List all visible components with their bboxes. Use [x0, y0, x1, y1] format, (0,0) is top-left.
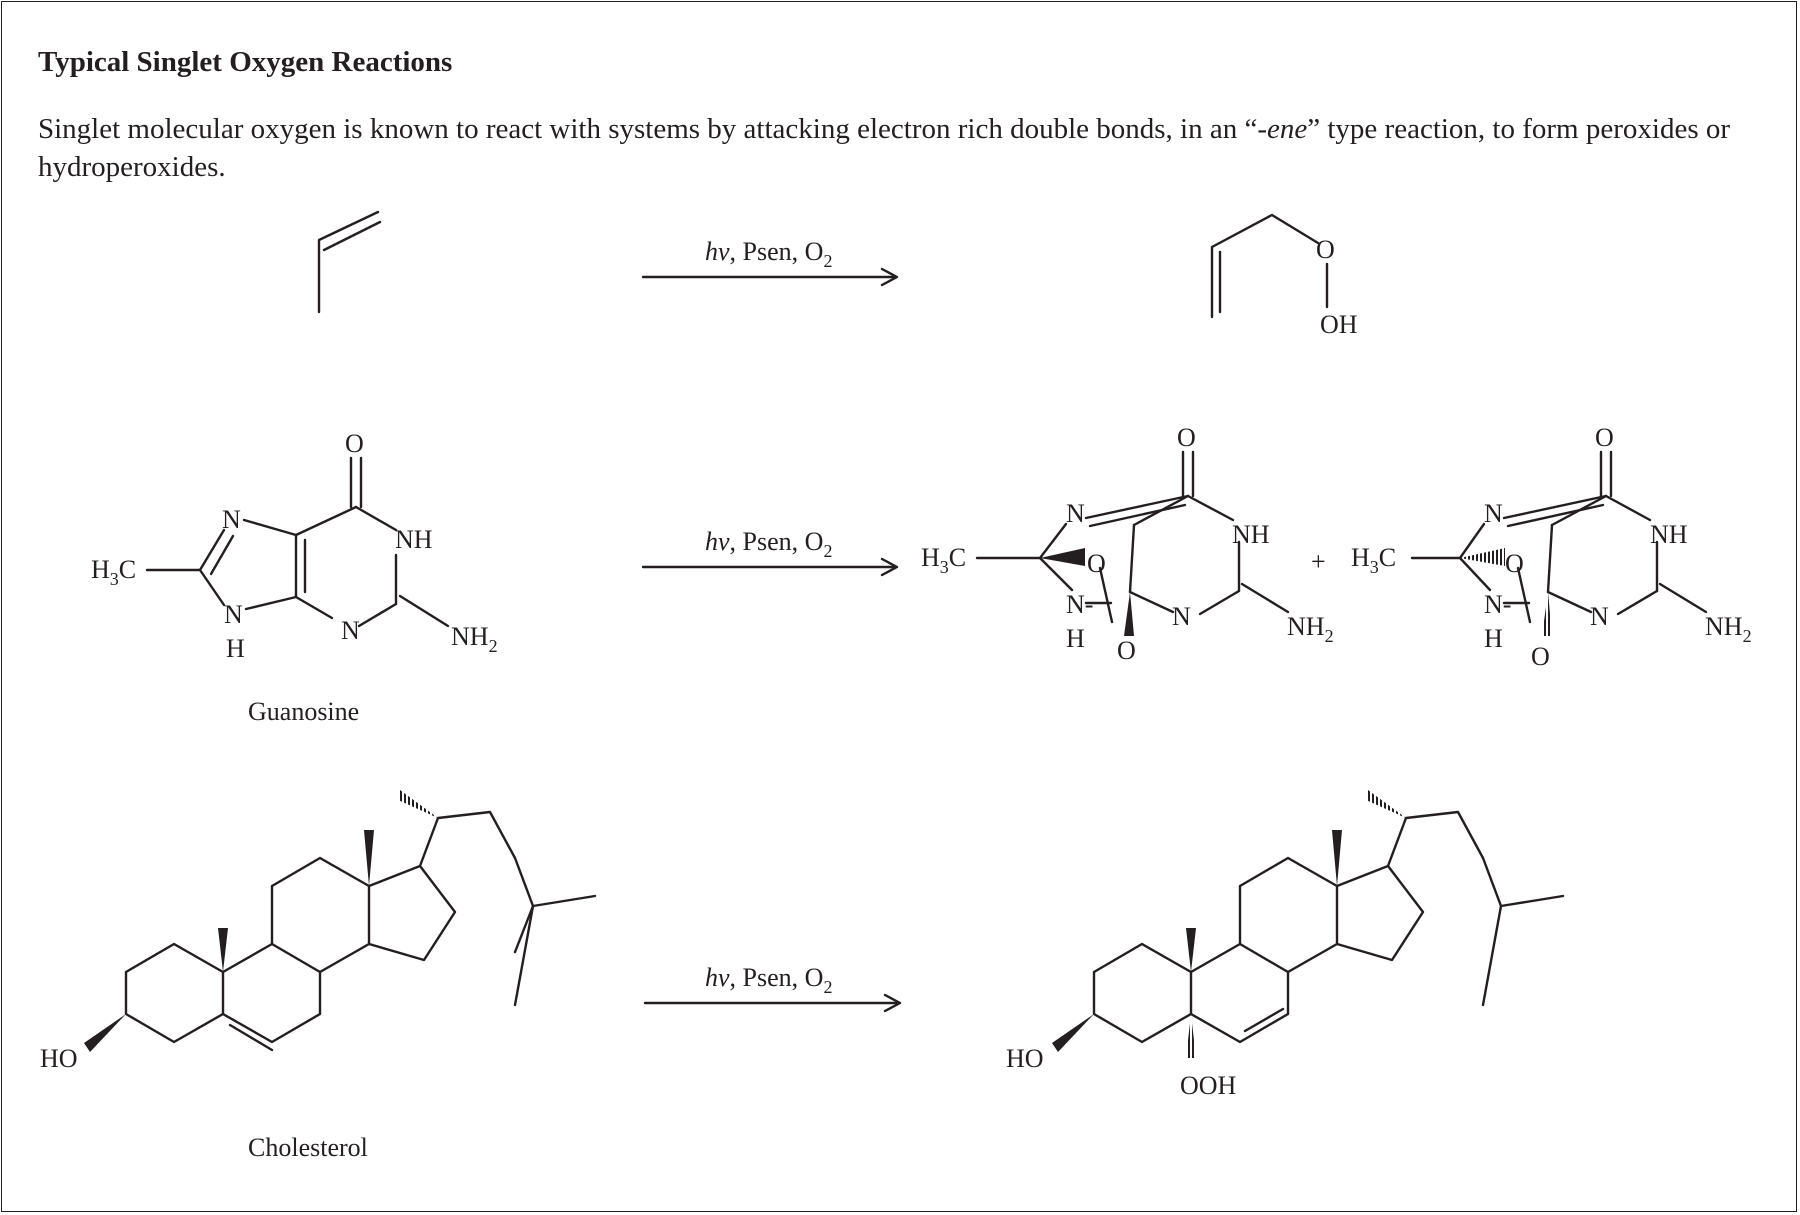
atom-nh-ring: NH [395, 525, 433, 554]
reagent-hv-2: hν [705, 527, 730, 556]
reagent-hv-3: hν [705, 963, 730, 992]
atom-nh-a: NH [1232, 520, 1270, 549]
reaction-arrow-1: hν, Psen, O2 [641, 237, 899, 287]
cholesterol-hydroperoxide-structure: HO OOH [1006, 790, 1565, 1100]
guanosine-structure: O NH N N N H H3C NH2 [91, 429, 498, 663]
reagent-text-2: , Psen, O [730, 527, 824, 556]
label-guanosine: Guanosine [248, 697, 359, 726]
atom-o-carbonyl-b: O [1595, 423, 1614, 452]
reaction-propene: hν, Psen, O2 O OH [317, 210, 1358, 339]
allyl-hydroperoxide-structure: O OH [1210, 213, 1358, 339]
plus-sign: + [1311, 547, 1326, 576]
amino-group: NH2 [451, 622, 498, 656]
atom-o-bottom-a: O [1117, 636, 1136, 665]
methyl-group-b: H3C [1351, 543, 1396, 577]
amino-group-b: NH2 [1705, 612, 1752, 646]
atom-n7-b: N [1484, 499, 1503, 528]
reaction-arrow-2: hν, Psen, O2 [641, 527, 899, 577]
reagent-sub-1: 2 [823, 251, 832, 271]
atom-ho-product: HO [1006, 1044, 1044, 1073]
atom-n7-a: N [1066, 499, 1085, 528]
atom-n7: N [222, 505, 241, 534]
atom-n-ring: N [341, 616, 360, 645]
svg-text:hν, Psen, O2: hν, Psen, O2 [705, 527, 832, 561]
guanosine-product-a: O NH N N O N- H O H3C NH2 [921, 423, 1334, 665]
atom-n-b: N [1590, 602, 1609, 631]
atom-o-bottom-b: O [1531, 642, 1550, 671]
cholesterol-structure: HO [40, 790, 597, 1073]
atom-h9: H [226, 634, 245, 663]
intro-text: Singlet molecular oxygen is known to rea… [38, 110, 1778, 186]
atom-o-bridge-a: O [1087, 549, 1106, 578]
atom-o-peroxide: O [1316, 235, 1335, 264]
atom-o-carbonyl: O [345, 429, 364, 458]
atom-nh-b: NH [1650, 520, 1688, 549]
propene-structure [317, 210, 382, 314]
atom-oh-peroxide: OH [1320, 310, 1358, 339]
reagent-text-1: , Psen, O [730, 237, 824, 266]
label-cholesterol: Cholesterol [248, 1133, 368, 1162]
intro-text-italic: ene [1267, 113, 1308, 145]
guanosine-product-b: O NH N N O N- H O H3C NH2 [1351, 423, 1752, 671]
intro-text-start: Singlet molecular oxygen is known to rea… [38, 113, 1267, 145]
reaction-cholesterol: HO Cholesterol hν, Psen, O2 [40, 790, 1565, 1162]
reaction-guanosine: O NH N N N H H3C NH2 Guanosine hν, Psen,… [91, 423, 1752, 726]
atom-o-bridge-b: O [1505, 549, 1524, 578]
atom-n-a: N [1172, 602, 1191, 631]
atom-ooh-product: OOH [1180, 1071, 1237, 1100]
reagent-sub-2: 2 [823, 541, 832, 561]
atom-ho-cholesterol: HO [40, 1044, 78, 1073]
reagent-sub-3: 2 [823, 977, 832, 997]
reagent-text-3: , Psen, O [730, 963, 824, 992]
atom-n9-b: N- [1484, 590, 1511, 619]
figure-title: Typical Singlet Oxygen Reactions [38, 46, 453, 78]
methyl-group-a: H3C [921, 543, 966, 577]
amino-group-a: NH2 [1287, 612, 1334, 646]
atom-h9-b: H [1484, 624, 1503, 653]
methyl-group: H3C [91, 555, 136, 589]
reaction-arrow-3: hν, Psen, O2 [643, 963, 902, 1013]
atom-n9-a: N- [1066, 590, 1093, 619]
atom-o-carbonyl-a: O [1177, 423, 1196, 452]
atom-n9: N [224, 600, 243, 629]
svg-text:hν, Psen, O2: hν, Psen, O2 [705, 237, 832, 271]
atom-h9-a: H [1066, 624, 1085, 653]
intro-text-end: ” type reaction, to form peroxides or hy… [38, 113, 1731, 183]
svg-text:hν, Psen, O2: hν, Psen, O2 [705, 963, 832, 997]
reagent-hv-1: hν [705, 237, 730, 266]
